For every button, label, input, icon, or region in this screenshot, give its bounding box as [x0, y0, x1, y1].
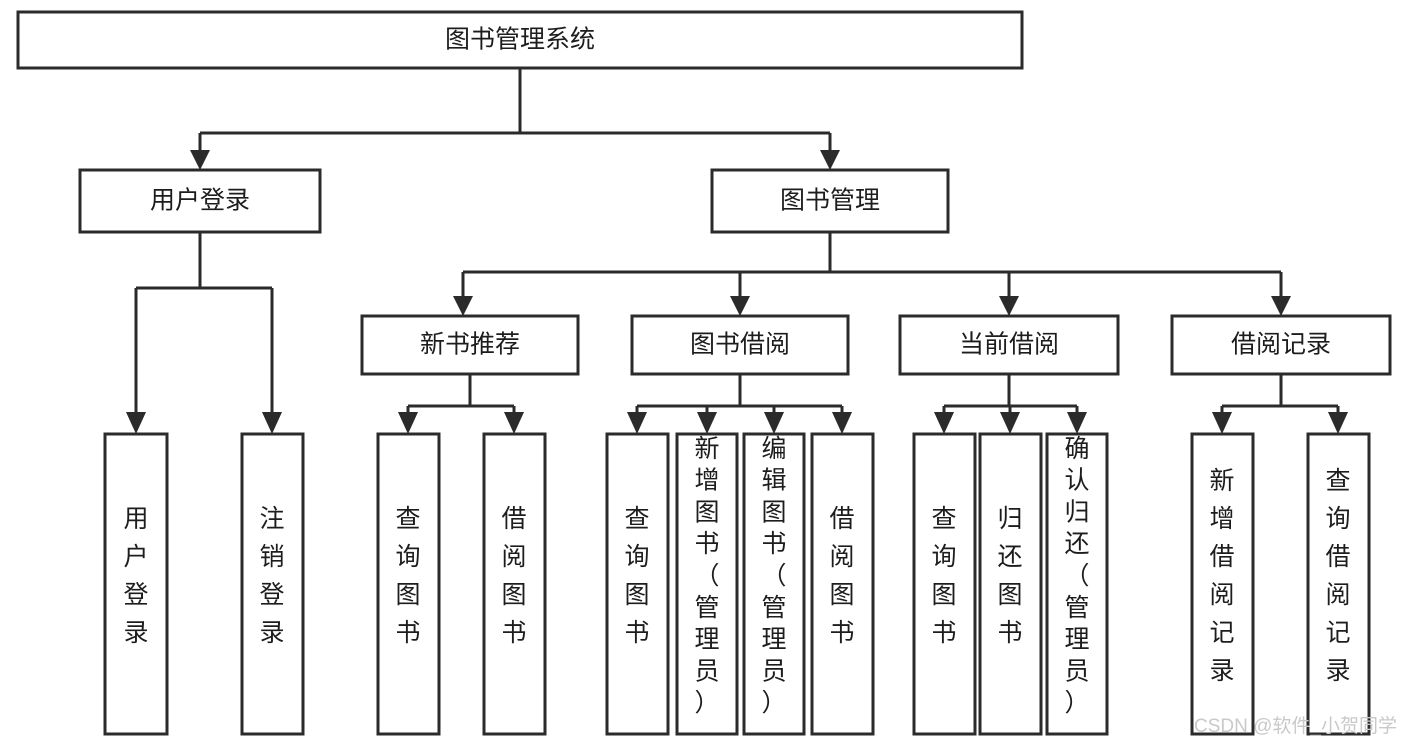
leaf-node-new-book-borrow-box[interactable]: [482, 432, 547, 736]
arrow-head-borrow-record: [1271, 296, 1291, 316]
node-new-book-recommend[interactable]: 新书推荐: [360, 314, 580, 376]
arrow-head-leaf-current-borrow-2: [1000, 412, 1020, 434]
node-root-box[interactable]: [16, 10, 1024, 70]
arrow-head-current-borrow: [999, 296, 1019, 316]
leaf-node-borrow-record-query-label: 查询借阅记录: [1325, 467, 1350, 685]
arrow-head-book-borrow: [730, 296, 750, 316]
arrow-head-new-book: [453, 296, 473, 316]
node-current-borrow-box[interactable]: [898, 314, 1120, 376]
arrow-head-leaf-borrow-record-1: [1212, 412, 1232, 434]
leaf-node-new-book-borrow[interactable]: 借阅图书: [482, 432, 547, 736]
leaf-node-current-borrow-query[interactable]: 查询图书: [912, 432, 977, 736]
node-book-management-box[interactable]: [710, 168, 950, 234]
node-book-borrow[interactable]: 图书借阅: [630, 314, 850, 376]
node-new-book-recommend-label: 新书推荐: [420, 331, 520, 359]
leaf-node-current-borrow-return-label: 归还图书: [997, 505, 1022, 647]
leaf-node-new-book-query-box[interactable]: [376, 432, 441, 736]
arrow-head-leaf-user-login-2: [262, 412, 282, 434]
node-book-management-label: 图书管理: [780, 187, 880, 215]
leaf-node-current-borrow-return-box[interactable]: [978, 432, 1043, 736]
csdn-watermark: CSDN @软件_小贺同学: [1194, 715, 1397, 737]
arrow-head-book-manage: [820, 150, 840, 170]
leaf-node-borrow-record-add[interactable]: 新增借阅记录: [1190, 432, 1255, 736]
leaf-node-user-login-logout[interactable]: 注销登录: [240, 432, 305, 736]
node-current-borrow-label: 当前借阅: [959, 331, 1059, 359]
node-book-management[interactable]: 图书管理: [710, 168, 950, 234]
leaf-node-borrow-record-add-box[interactable]: [1190, 432, 1255, 736]
node-book-borrow-label: 图书借阅: [690, 331, 790, 359]
leaf-node-book-borrow-query-box[interactable]: [605, 432, 670, 736]
node-borrow-record-label: 借阅记录: [1231, 331, 1331, 359]
leaf-node-new-book-query-label: 查询图书: [395, 505, 420, 647]
leaf-node-book-borrow-edit-box[interactable]: [742, 432, 806, 736]
leaf-node-book-borrow-add-box[interactable]: [675, 432, 739, 736]
node-user-login[interactable]: 用户登录: [78, 168, 322, 234]
leaf-node-user-login-login[interactable]: 用户登录: [103, 432, 169, 736]
arrow-head-leaf-user-login-1: [126, 412, 146, 434]
arrow-head-leaf-borrow-record-2: [1328, 412, 1348, 434]
leaf-node-user-login-login-box[interactable]: [103, 432, 169, 736]
arrow-head-leaf-book-borrow-3: [764, 412, 784, 434]
node-root-label: 图书管理系统: [445, 26, 595, 54]
leaf-node-book-borrow-add-label: 新增图书（管理员）: [694, 435, 719, 717]
node-root-book-management-system[interactable]: 图书管理系统: [16, 10, 1024, 70]
arrow-head-leaf-book-borrow-1: [627, 412, 647, 434]
leaf-node-user-login-login-label: 用户登录: [123, 505, 148, 647]
leaf-node-user-login-logout-box[interactable]: [240, 432, 305, 736]
leaf-node-book-borrow-borrow[interactable]: 借阅图书: [810, 432, 875, 736]
node-book-borrow-box[interactable]: [630, 314, 850, 376]
leaf-node-current-borrow-query-label: 查询图书: [931, 505, 956, 647]
node-new-book-recommend-box[interactable]: [360, 314, 580, 376]
leaf-node-book-borrow-query[interactable]: 查询图书: [605, 432, 670, 736]
leaf-node-new-book-query[interactable]: 查询图书: [376, 432, 441, 736]
leaf-node-current-borrow-confirm-box[interactable]: [1045, 432, 1109, 736]
arrow-head-leaf-current-borrow-1: [934, 412, 954, 434]
arrow-head-leaf-new-book-1: [398, 412, 418, 434]
arrow-head-leaf-book-borrow-2: [697, 412, 717, 434]
leaf-node-new-book-borrow-label: 借阅图书: [501, 505, 526, 647]
leaf-node-borrow-record-add-label: 新增借阅记录: [1209, 467, 1234, 685]
node-borrow-record[interactable]: 借阅记录: [1170, 314, 1392, 376]
leaf-node-current-borrow-confirm[interactable]: 确认归还（管理员）: [1045, 432, 1109, 736]
leaf-node-current-borrow-query-box[interactable]: [912, 432, 977, 736]
leaf-node-current-borrow-confirm-label: 确认归还（管理员）: [1064, 435, 1089, 717]
node-user-login-box[interactable]: [78, 168, 322, 234]
arrow-head-leaf-new-book-2: [504, 412, 524, 434]
leaf-node-book-borrow-query-label: 查询图书: [624, 505, 649, 647]
node-borrow-record-box[interactable]: [1170, 314, 1392, 376]
arrow-head-leaf-current-borrow-3: [1067, 412, 1087, 434]
leaf-node-book-borrow-borrow-box[interactable]: [810, 432, 875, 736]
connector-layer: [126, 68, 1348, 434]
node-user-login-label: 用户登录: [150, 187, 250, 215]
leaf-node-borrow-record-query-box[interactable]: [1306, 432, 1371, 736]
leaf-node-user-login-logout-label: 注销登录: [259, 505, 284, 647]
node-current-borrow[interactable]: 当前借阅: [898, 314, 1120, 376]
arrow-head-leaf-book-borrow-4: [832, 412, 852, 434]
leaf-node-book-borrow-add[interactable]: 新增图书（管理员）: [675, 432, 739, 736]
leaf-node-book-borrow-edit-label: 编辑图书（管理员）: [761, 435, 786, 717]
leaf-node-current-borrow-return[interactable]: 归还图书: [978, 432, 1043, 736]
arrow-head-user-login: [190, 150, 210, 170]
leaf-node-borrow-record-query[interactable]: 查询借阅记录: [1306, 432, 1371, 736]
leaf-node-book-borrow-borrow-label: 借阅图书: [829, 505, 854, 647]
leaf-node-book-borrow-edit[interactable]: 编辑图书（管理员）: [742, 432, 806, 736]
